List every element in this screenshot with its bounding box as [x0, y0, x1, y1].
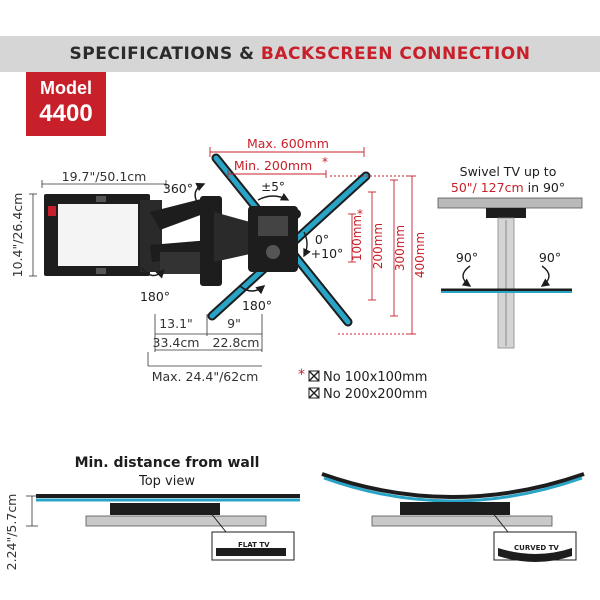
vesa-height-300: 300mm	[393, 225, 407, 271]
title-part-1: SPECIFICATIONS &	[69, 44, 261, 64]
wall-distance-value: 2.24"/5.7cm	[4, 494, 19, 571]
tilt-label-bottom: +10°	[311, 246, 344, 261]
title-part-2: BACKSCREEN CONNECTION	[260, 44, 531, 64]
wall-distance-title: Min. distance from wall	[75, 455, 260, 471]
swivel-left-arrow-icon	[141, 267, 166, 279]
exclusion-x-icon	[308, 370, 320, 399]
arm-extend-cm-label: 22.8cm	[213, 335, 260, 350]
vesa-min-width-label: Min. 200mm	[234, 158, 312, 173]
vesa-height-400: 400mm	[413, 232, 427, 278]
wall-distance-dim	[26, 495, 38, 527]
vesa-min-width-marker: *	[322, 155, 328, 169]
curved-tv-illustration: CURVED TV	[321, 472, 585, 562]
curved-tv-label: CURVED TV	[514, 544, 559, 552]
flat-tv-label: FLAT TV	[238, 541, 270, 549]
swivel-left-angle: 90°	[456, 250, 478, 265]
swivel-wall-label: 360°	[163, 181, 193, 196]
mount-illustration: 19.7"/50.1cm 10.4"/26.4cm	[10, 153, 371, 327]
swivel-left-arrow	[461, 265, 472, 287]
wall-distance-subtitle: Top view	[138, 474, 195, 489]
upper-arm	[150, 198, 214, 230]
tilt-arrow-icon	[303, 231, 311, 258]
arm-min-cm-label: 33.4cm	[153, 335, 200, 350]
vesa-height-200: 200mm	[371, 223, 385, 269]
vesa-max-width-label: Max. 600mm	[247, 136, 329, 151]
swivel-left-label: 180°	[140, 289, 170, 304]
model-badge: Model 4400	[26, 72, 106, 136]
exclusion-200x200: No 200x200mm	[323, 387, 427, 402]
swivel-illustration	[437, 197, 583, 349]
header-bar: SPECIFICATIONS & BACKSCREEN CONNECTION	[0, 36, 600, 72]
model-label: Model	[40, 78, 92, 98]
swivel-right-angle: 90°	[539, 250, 561, 265]
swivel-wall-arrow-icon	[194, 182, 206, 205]
tilt-label-top: 0°	[315, 232, 329, 247]
wall-plate-opening	[58, 204, 138, 266]
exclusion-marker: *	[298, 367, 305, 383]
rotation-label: ±5°	[261, 180, 285, 194]
swivel-wall	[437, 197, 583, 209]
wall-height-label: 10.4"/26.4cm	[10, 193, 25, 278]
arm-extend-in-label: 9"	[227, 316, 241, 331]
swivel-title-line1: Swivel TV up to	[460, 164, 557, 179]
swivel-right-arrow	[540, 265, 551, 287]
vesa-height-marker: *	[357, 207, 363, 221]
exclusion-100x100: No 100x100mm	[323, 370, 427, 385]
tilt-head	[248, 206, 298, 272]
swivel-right-label: 180°	[242, 298, 272, 313]
vesa-height-100: 100mm	[350, 215, 364, 261]
flat-tv-illustration: FLAT TV	[36, 494, 300, 561]
arm-min-in-label: 13.1"	[159, 316, 193, 331]
wall-width-label: 19.7"/50.1cm	[62, 169, 147, 184]
page-title: SPECIFICATIONS & BACKSCREEN CONNECTION	[0, 36, 600, 72]
max-extension-label: Max. 24.4"/62cm	[152, 369, 259, 384]
swivel-title-line2: 50"/ 127cm in 90°	[451, 180, 565, 195]
swivel-title-rest: in 90°	[524, 180, 566, 195]
arm-extension-dims	[147, 314, 263, 367]
vesa-dimensions	[209, 147, 416, 335]
swivel-right-arrow-icon	[239, 285, 266, 295]
rotation-arrow-icon	[257, 193, 290, 201]
brand-logo-icon	[48, 206, 56, 216]
model-number: 4400	[39, 100, 93, 127]
swivel-title-size: 50"/ 127cm	[451, 180, 524, 195]
